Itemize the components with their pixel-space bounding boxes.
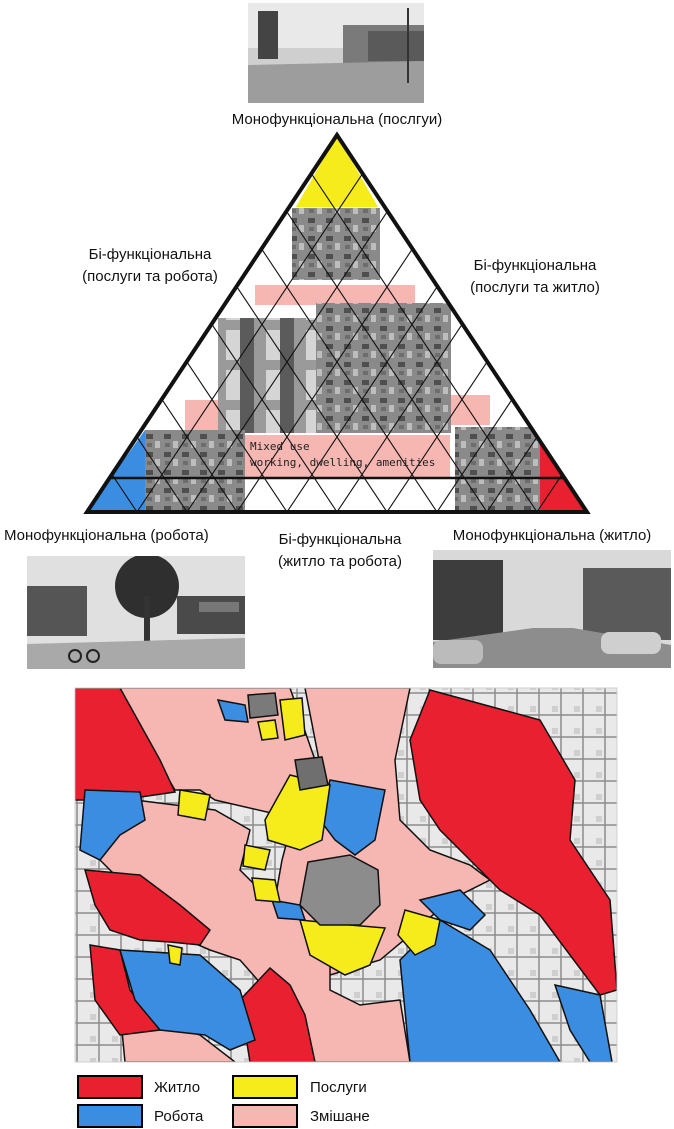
photo-services-street [248, 3, 424, 103]
mixed-use-subtitle: working, dwelling, amenities [250, 456, 436, 469]
map-zone-amenities-8 [257, 719, 279, 741]
legend-label-amenities: Послуги [310, 1079, 367, 1096]
legend-swatch-mixed [232, 1104, 298, 1128]
label-bi-services-dwelling-2: (послуги та житло) [470, 279, 600, 296]
street-photo-centre [218, 318, 316, 433]
map-grey-block-2 [247, 692, 279, 719]
map-zone-amenities-1 [177, 789, 211, 821]
label-mono-work: Монофункціональна (робота) [4, 527, 209, 544]
map-zone-working-6 [553, 983, 613, 1062]
map-zone-dwelling-1 [75, 688, 177, 801]
lattice-line [236, 135, 587, 512]
map-zone-dwelling-2 [409, 689, 617, 996]
legend-swatch-working [77, 1104, 143, 1128]
map-zone-dwelling-5 [239, 966, 316, 1062]
map-grey-block [294, 756, 329, 791]
label-bi-services-dwelling-1: Бі-функціональна [473, 257, 597, 274]
map-zone-working-1 [79, 789, 146, 861]
function-triangle-diagram [83, 131, 591, 514]
legend-swatch-dwelling [77, 1075, 143, 1099]
legend-label-mixed: Змішане [310, 1108, 370, 1125]
map-zone-working-5 [418, 889, 487, 931]
label-bi-services-work-2: (послуги та робота) [82, 268, 218, 285]
map-zone-dwelling-3 [83, 869, 211, 946]
photo-dwelling-street [433, 550, 671, 668]
label-mono-dwelling: Монофункціональна (житло) [452, 527, 652, 544]
mixed-use-title: Mixed use [250, 440, 310, 453]
legend-swatch-amenities [232, 1075, 298, 1099]
label-top-mono-services: Монофункціональна (послгуи) [231, 111, 443, 128]
photo-work-street [27, 556, 245, 669]
map-zone-amenities-6 [397, 909, 441, 956]
map-stadium [299, 854, 381, 926]
zone-amenities-apex [296, 135, 378, 207]
map-zone-amenities-4 [251, 877, 281, 903]
label-bi-services-work-1: Бі-функціональна [88, 246, 212, 263]
map-zone-working-7 [216, 699, 249, 723]
map-zone-working-3 [118, 949, 256, 1051]
legend-label-working: Робота [154, 1108, 204, 1125]
zone-mixed-upper [255, 285, 415, 305]
zone-mixed-centre [245, 435, 450, 477]
map-zone-amenities-2 [264, 774, 331, 851]
label-bi-dwelling-work-2: (житло та робота) [278, 553, 402, 570]
label-bi-dwelling-work-1: Бі-функціональна [278, 531, 402, 548]
aerial-photo-right [455, 427, 540, 512]
map-zone-amenities-9 [167, 944, 183, 966]
legend-label-dwelling: Житло [154, 1079, 201, 1096]
zone-mixed-right [450, 395, 490, 425]
map-zone-amenities-7 [279, 697, 306, 741]
map-zone-amenities-3 [242, 844, 271, 871]
